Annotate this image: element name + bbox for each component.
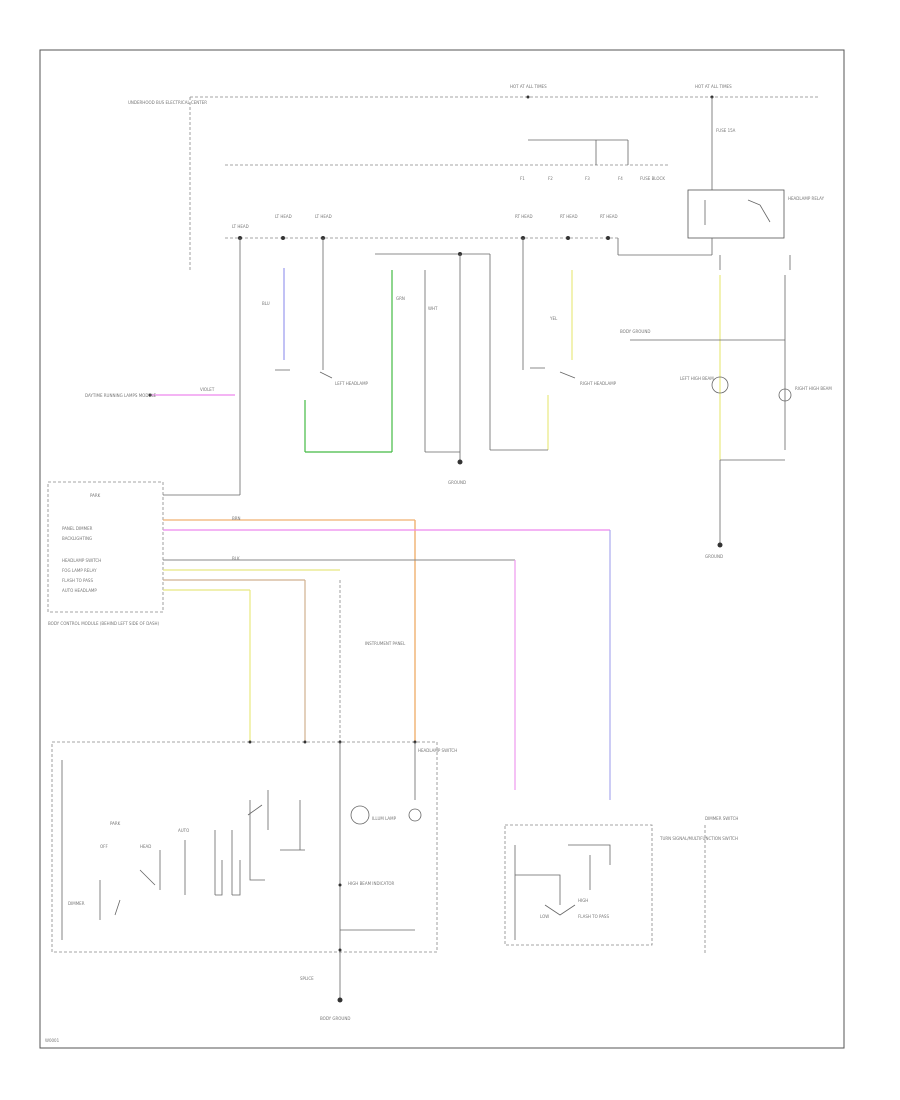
center-note: INSTRUMENT PANEL bbox=[365, 641, 406, 646]
body-control-module bbox=[47, 481, 164, 613]
multifunction-sub: FLASH TO PASS bbox=[578, 914, 609, 919]
right-headlamp-label: RIGHT HEADLAMP bbox=[580, 381, 617, 386]
svg-text:F3: F3 bbox=[585, 176, 590, 181]
svg-text:PARK: PARK bbox=[90, 493, 101, 498]
wire-label-brown: BRN bbox=[232, 516, 241, 521]
svg-text:FLASH TO PASS: FLASH TO PASS bbox=[62, 578, 93, 583]
fuse-label-4: RT HEAD bbox=[515, 214, 533, 219]
switch-label-auto: AUTO bbox=[178, 828, 189, 833]
svg-text:F2: F2 bbox=[548, 176, 553, 181]
fuse-label-1: LT HEAD bbox=[232, 224, 249, 229]
ground-note: GROUND bbox=[448, 480, 466, 485]
fuse-label-6: RT HEAD bbox=[600, 214, 618, 219]
footer-code: W0001 bbox=[45, 1038, 60, 1043]
drl-connector-label: DAYTIME RUNNING LAMPS MODULE bbox=[85, 393, 157, 398]
wire-label-black: BLK bbox=[232, 556, 240, 561]
diagram-border bbox=[39, 49, 845, 1049]
multifunction-high: HIGH bbox=[578, 898, 588, 903]
left-headlamp-label: LEFT HEADLAMP bbox=[335, 381, 369, 386]
fuse-label: FUSE 15A bbox=[716, 128, 736, 133]
right-high-beam-label: RIGHT HIGH BEAM bbox=[795, 386, 832, 391]
svg-text:AUTO HEADLAMP: AUTO HEADLAMP bbox=[62, 588, 97, 593]
wire-label-blue: BLU bbox=[262, 301, 270, 306]
module-title: BODY CONTROL MODULE (BEHIND LEFT SIDE OF… bbox=[48, 621, 160, 626]
fuse-label-2: LT HEAD bbox=[275, 214, 292, 219]
headlamp-switch-box bbox=[51, 741, 438, 953]
svg-text:F4: F4 bbox=[618, 176, 623, 181]
switch-label-dimmer: DIMMER bbox=[68, 901, 85, 906]
module-pins: PARK PANEL DIMMER BACKLIGHTING HEADLAMP … bbox=[62, 493, 101, 593]
dimmer-switch-note: DIMMER SWITCH bbox=[705, 816, 738, 821]
wire-label-white: WHT bbox=[428, 306, 438, 311]
fuse-block-label: FUSE BLOCK bbox=[640, 176, 665, 181]
bus-label-a: HOT AT ALL TIMES bbox=[510, 84, 547, 89]
svg-text:BACKLIGHTING: BACKLIGHTING bbox=[62, 536, 92, 541]
splice-label: SPLICE bbox=[300, 976, 314, 981]
multifunction-switch-box bbox=[504, 824, 653, 946]
wire-label-green: GRN bbox=[396, 296, 405, 301]
bottom-ground-label: BODY GROUND bbox=[320, 1016, 350, 1021]
svg-text:HEADLAMP SWITCH: HEADLAMP SWITCH bbox=[62, 558, 101, 563]
right-high-beam-bulb bbox=[778, 388, 792, 402]
svg-text:BODY GROUND: BODY GROUND bbox=[620, 329, 650, 334]
fuse-label-5: RT HEAD bbox=[560, 214, 578, 219]
headlamp-relay bbox=[687, 189, 785, 239]
svg-text:F1: F1 bbox=[520, 176, 525, 181]
relay-label: HEADLAMP RELAY bbox=[788, 196, 825, 201]
right-ground-label: GROUND bbox=[705, 554, 723, 559]
switch-contacts bbox=[99, 790, 305, 920]
fuse-row: LT HEAD LT HEAD LT HEAD RT HEAD RT HEAD … bbox=[232, 214, 618, 240]
wire-label-yellow: YEL bbox=[549, 316, 558, 321]
left-high-beam-label: LEFT HIGH BEAM bbox=[680, 376, 714, 381]
switch-label-park: PARK bbox=[110, 821, 121, 826]
top-left-note: UNDERHOOD BUS ELECTRICAL CENTER bbox=[128, 100, 207, 105]
indicator-label: HIGH BEAM INDICATOR bbox=[348, 881, 395, 886]
fuse-label-3: LT HEAD bbox=[315, 214, 332, 219]
multifunction-low: LOW bbox=[540, 914, 549, 919]
switch-label-head: HEAD bbox=[140, 844, 151, 849]
illum-lamp-label: ILLUM LAMP bbox=[372, 816, 397, 821]
svg-text:PANEL DIMMER: PANEL DIMMER bbox=[62, 526, 93, 531]
headlamp-switch-title: HEADLAMP SWITCH bbox=[418, 748, 457, 753]
left-high-beam-bulb bbox=[711, 376, 729, 394]
multifunction-title: TURN SIGNAL/MULTIFUNCTION SWITCH bbox=[659, 836, 738, 841]
bus-label-b: HOT AT ALL TIMES bbox=[695, 84, 732, 89]
switch-label-off: OFF bbox=[100, 844, 108, 849]
illum-lamp bbox=[350, 805, 370, 825]
svg-text:FOG LAMP RELAY: FOG LAMP RELAY bbox=[62, 568, 97, 573]
svg-text:VIOLET: VIOLET bbox=[200, 387, 215, 392]
